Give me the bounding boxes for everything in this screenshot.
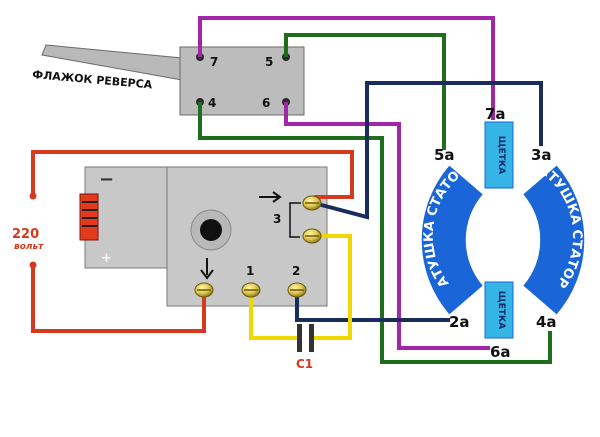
- reverse-pin-7-label: 7: [210, 55, 218, 69]
- pin-3-bracket: [289, 202, 301, 238]
- trigger-knob-hole: [200, 219, 222, 241]
- brush-top-label: ЩЕТКА: [496, 136, 506, 175]
- wire-pin6-to-6a: [284, 102, 490, 350]
- wire-power-top: [31, 150, 354, 199]
- reverse-pin-4-label: 4: [208, 96, 216, 110]
- wire-c1-to-pin3: [313, 234, 352, 340]
- power-voltage: 220: [12, 227, 39, 242]
- right-arrow-icon-head: [272, 191, 282, 203]
- terminal-6a-label: 6а: [490, 343, 511, 361]
- brush-bottom-label: ЩЕТКА: [496, 291, 506, 330]
- wire-pin5-to-5a: [284, 33, 446, 150]
- reverse-pin-6-label: 6: [262, 96, 270, 110]
- wire-pin1-to-c1: [249, 290, 298, 340]
- trigger-pin-3-label: 3: [273, 212, 281, 226]
- capacitor-plate-right: [309, 324, 314, 352]
- screw-terminal-pin-2: [287, 282, 307, 298]
- trigger-minus-sign: −: [99, 169, 114, 190]
- terminal-7a-label: 7а: [485, 105, 506, 123]
- terminal-5a-label: 5а: [434, 146, 455, 164]
- down-arrow-icon-head: [200, 269, 214, 280]
- screw-terminal-pin-3: [302, 228, 322, 244]
- capacitor-plate-left: [297, 324, 302, 352]
- power-terminal-top: [29, 192, 37, 200]
- power-terminal-bottom: [29, 261, 37, 269]
- screw-terminal-pin-1: [241, 282, 261, 298]
- wire-power-bottom: [31, 265, 206, 333]
- screw-terminal-top-right: [302, 195, 322, 211]
- wire-3a-to-pin3: [313, 81, 543, 220]
- screw-terminal-power: [194, 282, 214, 298]
- power-unit: вольт: [14, 242, 44, 252]
- trigger-plus-sign: +: [101, 251, 112, 266]
- brush-bottom: [484, 281, 514, 339]
- wire-pin2-to-2a: [295, 290, 450, 322]
- stator-coil-left: [421, 165, 484, 315]
- terminal-4a-label: 4а: [536, 313, 557, 331]
- trigger-pin-1-label: 1: [246, 264, 254, 278]
- wire-pin7-to-7a: [198, 16, 495, 120]
- terminal-3a-label: 3а: [531, 146, 552, 164]
- capacitor-label: C1: [296, 357, 313, 371]
- brush-top: [484, 121, 514, 189]
- trigger-pin-2-label: 2: [292, 264, 300, 278]
- reverse-pin-5-label: 5: [265, 55, 273, 69]
- wire-pin4-to-4a: [198, 102, 552, 364]
- terminal-2a-label: 2а: [449, 313, 470, 331]
- stator-coil-right: [522, 165, 585, 315]
